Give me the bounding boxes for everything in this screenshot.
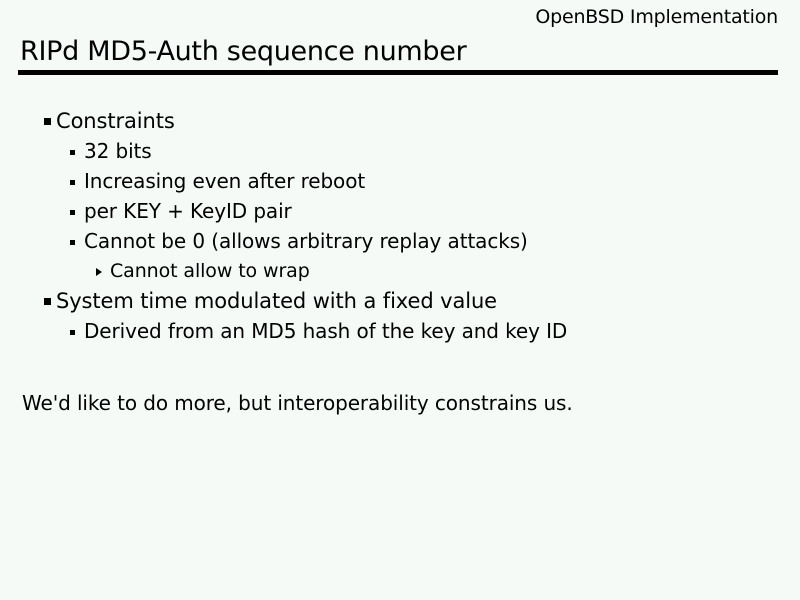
list-item: per KEY + KeyID pair	[0, 196, 800, 226]
list-item-label: Cannot be 0 (allows arbitrary replay att…	[84, 229, 528, 253]
slide-title: RIPd MD5-Auth sequence number	[20, 36, 467, 67]
list-item: Constraints	[0, 106, 800, 136]
list-item: System time modulated with a fixed value	[0, 286, 800, 316]
closing-paragraph: We'd like to do more, but interoperabili…	[22, 391, 573, 415]
small-square-bullet-icon	[70, 180, 75, 185]
title-divider-rule	[18, 70, 778, 75]
list-item-label: Increasing even after reboot	[84, 169, 366, 193]
small-square-bullet-icon	[70, 240, 75, 245]
square-bullet-icon	[44, 298, 51, 305]
square-bullet-icon	[44, 118, 51, 125]
list-item-label: Cannot allow to wrap	[110, 260, 310, 282]
list-item-label: Constraints	[56, 109, 175, 133]
bullet-list: Constraints 32 bits Increasing even afte…	[0, 106, 800, 346]
triangle-bullet-icon	[96, 268, 102, 276]
list-item-label: 32 bits	[84, 139, 152, 163]
small-square-bullet-icon	[70, 210, 75, 215]
small-square-bullet-icon	[70, 150, 75, 155]
list-item-label: per KEY + KeyID pair	[84, 199, 292, 223]
small-square-bullet-icon	[70, 330, 75, 335]
list-item: 32 bits	[0, 136, 800, 166]
list-item-label: System time modulated with a fixed value	[56, 289, 497, 313]
slide-header-label: OpenBSD Implementation	[535, 6, 778, 28]
list-item: Derived from an MD5 hash of the key and …	[0, 316, 800, 346]
list-item-label: Derived from an MD5 hash of the key and …	[84, 319, 568, 343]
list-item: Increasing even after reboot	[0, 166, 800, 196]
list-item: Cannot be 0 (allows arbitrary replay att…	[0, 226, 800, 256]
list-item: Cannot allow to wrap	[0, 256, 800, 286]
